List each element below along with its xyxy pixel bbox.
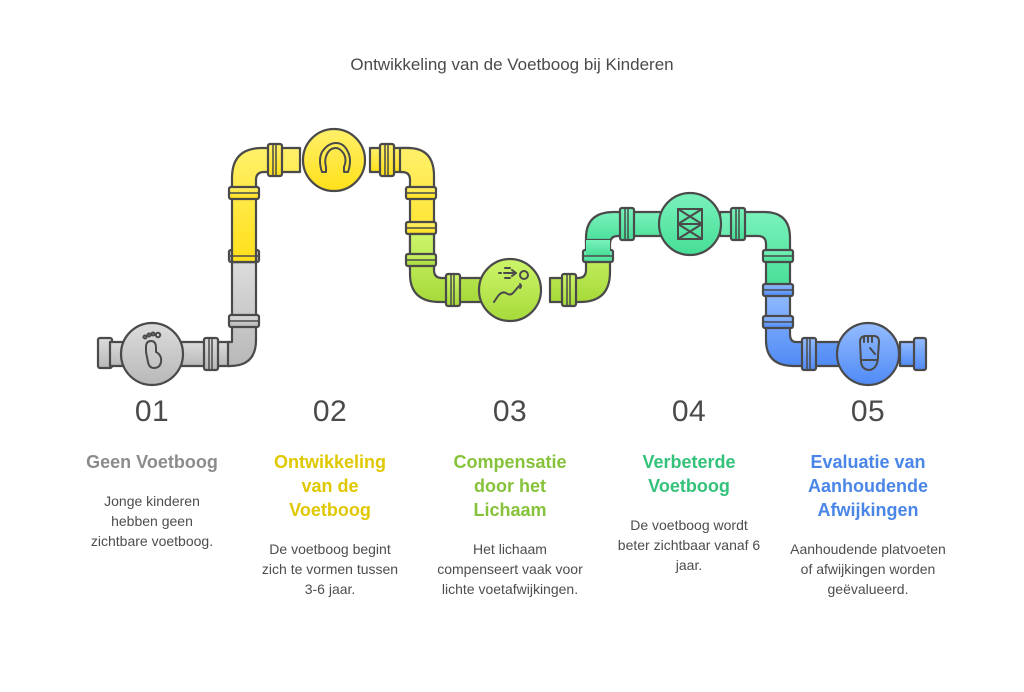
step-number: 01 [134, 395, 170, 428]
step-heading: Geen Voetboog [86, 452, 218, 472]
step-description: Jonge kinderen hebben geen zichtbare voe… [90, 493, 214, 549]
foot-sole-icon [859, 335, 880, 371]
diagram-title: Ontwikkeling van de Voetboog bij Kindere… [350, 55, 674, 74]
step-heading: Verbeterde Voetboog [642, 452, 736, 496]
footprint-icon [142, 331, 163, 369]
node-2 [301, 127, 367, 193]
pipeline-graphic [96, 127, 928, 387]
body-adjust-icon [493, 267, 529, 303]
arch-icon [319, 142, 351, 173]
step-number: 03 [492, 395, 528, 428]
step-number: 05 [850, 395, 886, 428]
step-description: De voetboog wordt beter zichtbaar vanaf … [617, 517, 761, 573]
step-number: 02 [312, 395, 348, 428]
step-heading: Ontwikkeling van de Voetboog [273, 452, 387, 520]
step-heading: Evaluatie van Aanhoudende Afwijkingen [808, 452, 928, 520]
node-3 [477, 257, 543, 323]
step-description: De voetboog begint zich te vormen tussen… [261, 541, 399, 597]
node-5 [835, 321, 901, 387]
step-description: Het lichaam compenseert vaak voor lichte… [437, 541, 583, 597]
step-number: 04 [671, 395, 707, 428]
pipe-segment-blue [761, 282, 928, 372]
node-1 [119, 321, 185, 387]
step-heading: Compensatie door het Lichaam [453, 452, 567, 520]
valve-icon [677, 208, 703, 240]
step-description: Aanhoudende platvoeten of afwijkingen wo… [790, 541, 946, 597]
